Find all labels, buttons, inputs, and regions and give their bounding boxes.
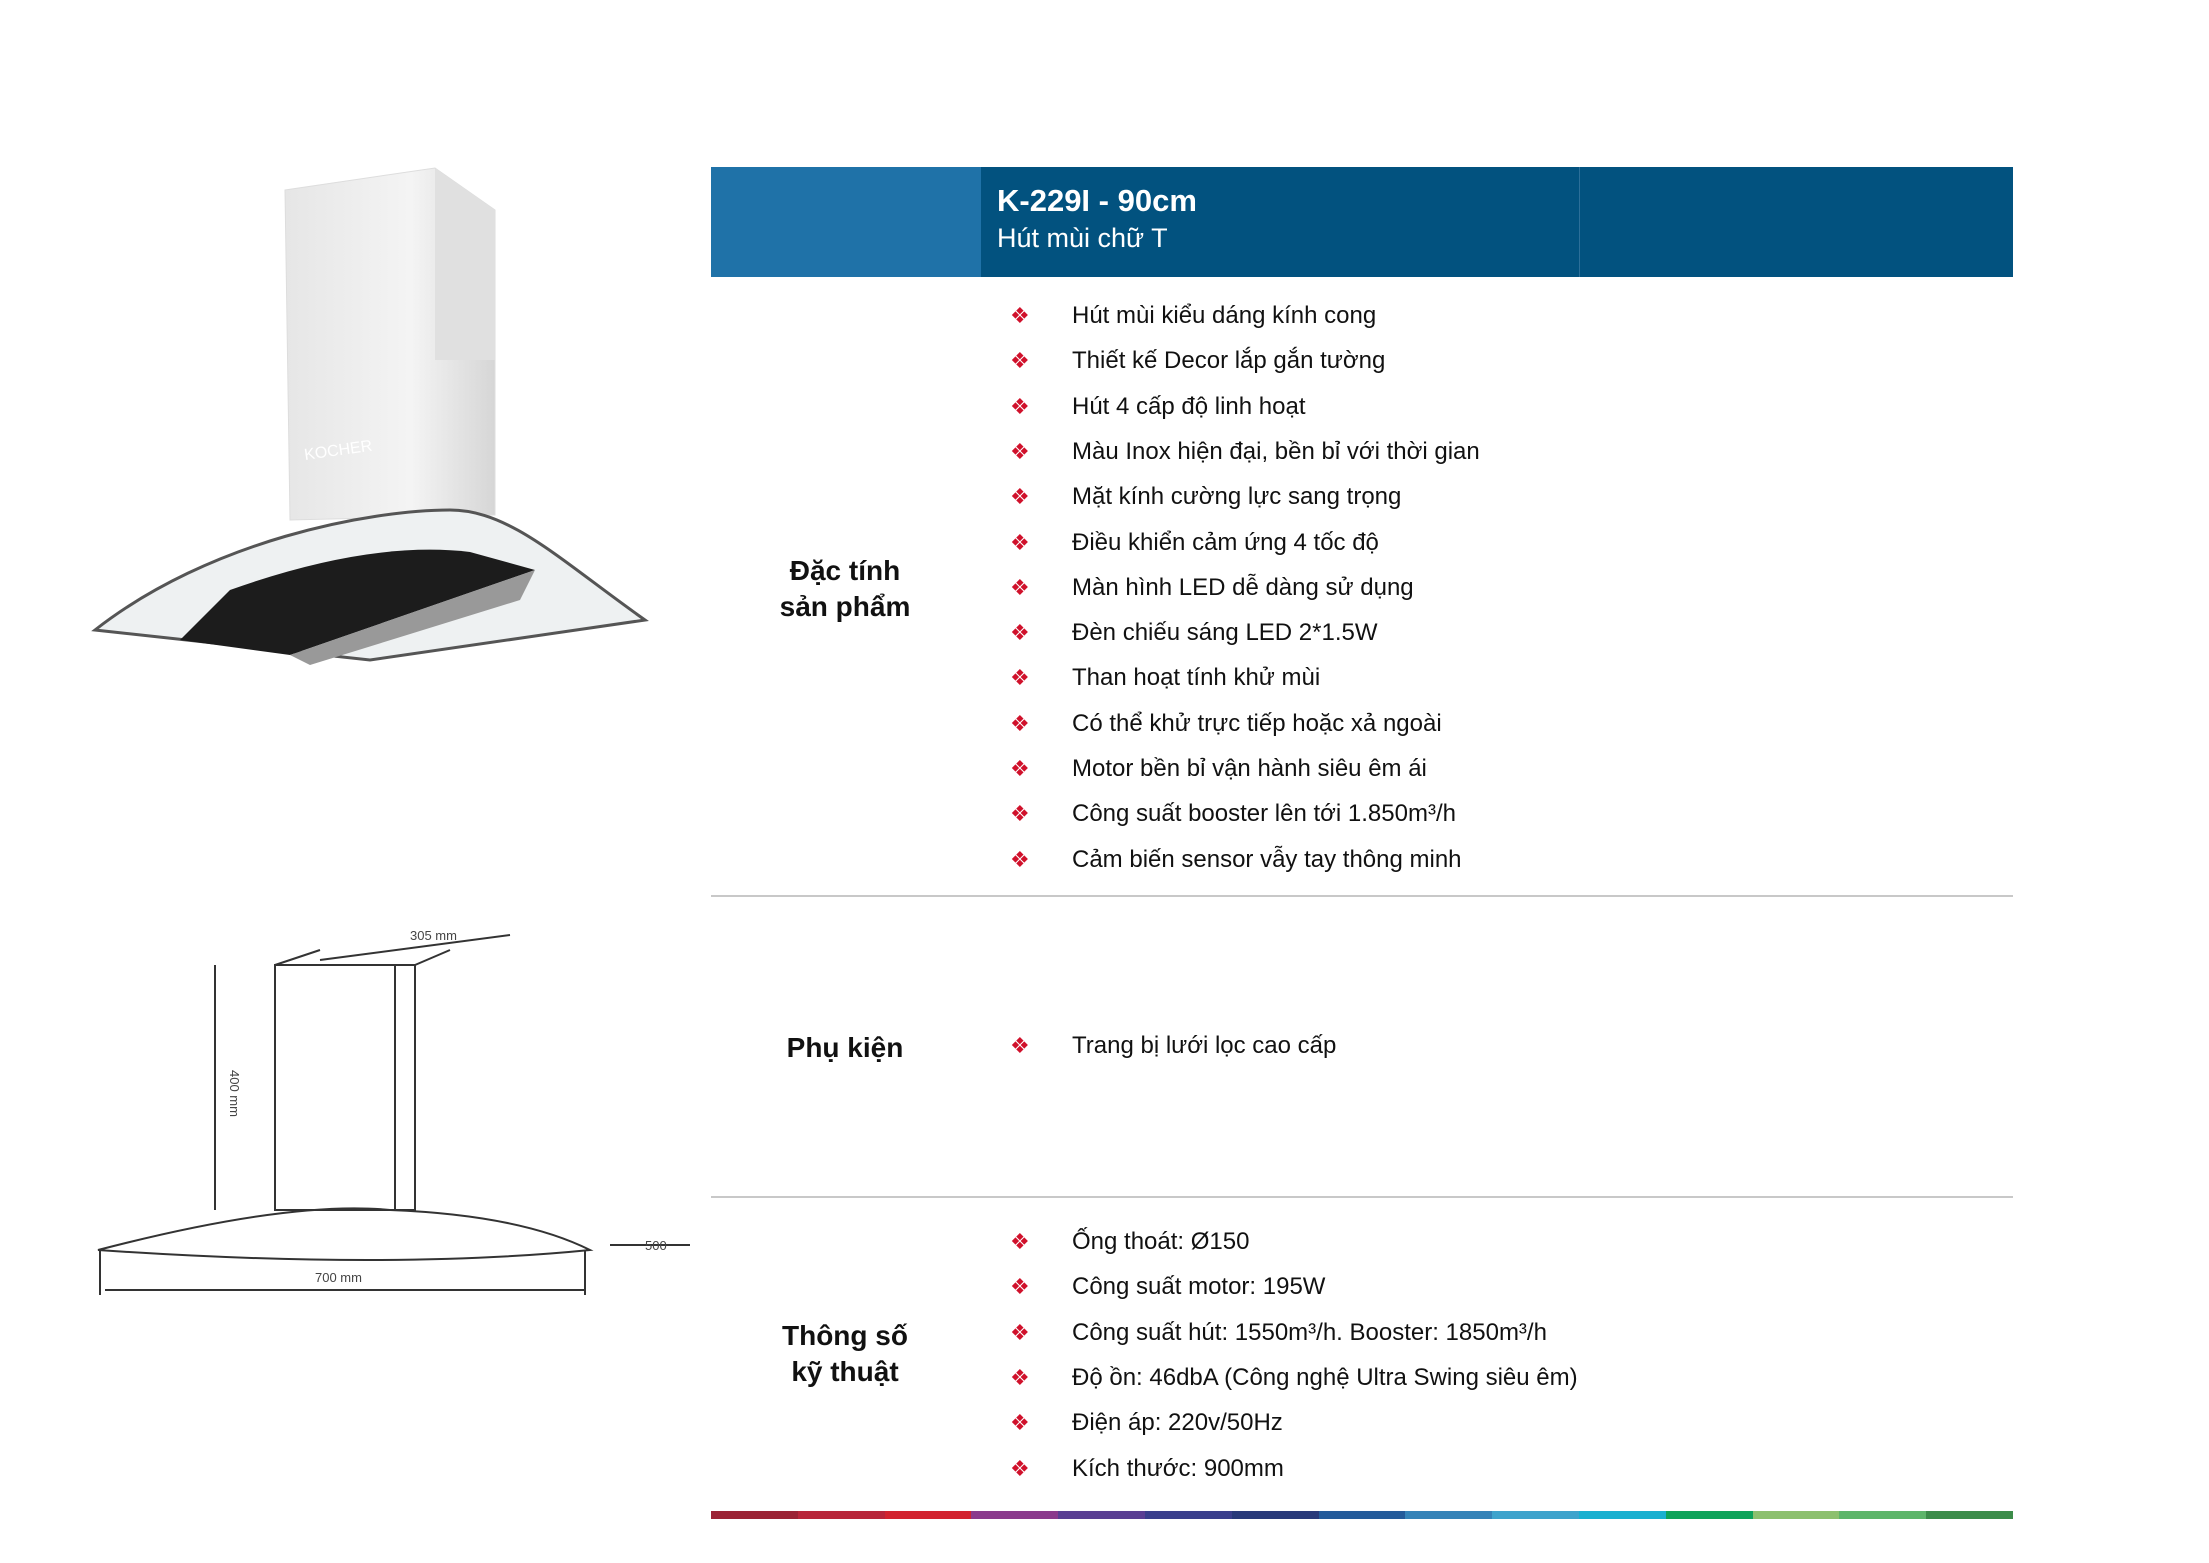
list-item: ❖ Độ ồn: 46dbA (Công nghệ Ultra Swing siê…: [1010, 1362, 1578, 1394]
item-text: Màn hình LED dễ dàng sử dụng: [1072, 573, 1414, 601]
list-item: ❖ Điện áp: 220v/50Hz: [1010, 1407, 1283, 1439]
color-bar-segment: [884, 1511, 972, 1519]
bullet-icon: ❖: [1010, 756, 1030, 781]
color-bar-segment: [971, 1511, 1059, 1519]
section-label-specs: Thông số kỹ thuật: [745, 1318, 945, 1390]
dim-400: 400 mm: [227, 1070, 242, 1117]
color-bar-segment: [1926, 1511, 2013, 1519]
color-bar-segment: [1405, 1511, 1493, 1519]
product-header: K-229I - 90cm Hút mùi chữ T: [711, 167, 2013, 277]
label-line: sản phẩm: [779, 591, 911, 622]
list-item: ❖ Màu Inox hiện đại, bền bỉ với thời gian: [1010, 436, 1480, 468]
list-item: ❖ Motor bền bỉ vận hành siêu êm ái: [1010, 753, 1427, 785]
bullet-icon: ❖: [1010, 303, 1030, 328]
list-item: ❖ Cảm biến sensor vẫy tay thông minh: [1010, 844, 1462, 876]
list-item: ❖ Có thể khử trực tiếp hoặc xả ngoài: [1010, 708, 1442, 740]
product-image: KOCHER: [91, 167, 649, 665]
item-text: Công suất hút: 1550m³/h. Booster: 1850m³…: [1072, 1318, 1547, 1346]
item-text: Có thể khử trực tiếp hoặc xả ngoài: [1072, 709, 1442, 737]
section-label-accessories: Phụ kiện: [745, 1030, 945, 1066]
list-item: ❖ Thiết kế Decor lắp gắn tường: [1010, 345, 1385, 377]
divider: [711, 1196, 2013, 1198]
item-text: Kích thước: 900mm: [1072, 1454, 1284, 1482]
bullet-icon: ❖: [1010, 1410, 1030, 1436]
bullet-icon: ❖: [1010, 529, 1030, 555]
dim-305: 305 mm: [410, 928, 457, 943]
color-bar-segment: [1058, 1511, 1145, 1519]
label-line: Đặc tính: [789, 555, 901, 586]
item-text: Công suất motor: 195W: [1072, 1273, 1326, 1301]
bullet-icon: ❖: [1010, 846, 1030, 872]
color-bar: [711, 1511, 2013, 1519]
bullet-icon: ❖: [1010, 393, 1030, 419]
bullet-icon: ❖: [1010, 1364, 1030, 1390]
item-text: Trang bị lưới lọc cao cấp: [1072, 1032, 1337, 1059]
item-text: Mặt kính cường lực sang trọng: [1072, 483, 1402, 511]
list-item: ❖ Ống thoát: Ø150: [1010, 1226, 1249, 1258]
bullet-icon: ❖: [1010, 1455, 1030, 1481]
list-item: ❖ Hút 4 cấp độ linh hoạt: [1010, 391, 1306, 423]
color-bar-segment: [1839, 1511, 1927, 1519]
bullet-icon: ❖: [1010, 348, 1030, 374]
bullet-icon: ❖: [1010, 1229, 1030, 1254]
item-text: Than hoạt tính khử mùi: [1072, 664, 1321, 692]
color-bar-segment: [1752, 1511, 1840, 1519]
label-line: Thông số: [782, 1320, 908, 1351]
item-text: Đèn chiếu sáng LED 2*1.5W: [1072, 619, 1378, 647]
item-text: Độ ồn: 46dbA (Công nghệ Ultra Swing siêu…: [1072, 1363, 1578, 1391]
bullet-icon: ❖: [1010, 620, 1030, 646]
dim-500: 500: [645, 1238, 667, 1253]
header-divider: [1579, 167, 1580, 277]
bullet-icon: ❖: [1010, 1319, 1030, 1345]
item-text: Màu Inox hiện đại, bền bỉ với thời gian: [1072, 437, 1480, 465]
divider: [711, 895, 2013, 897]
list-item: ❖ Công suất hút: 1550m³/h. Booster: 1850m…: [1010, 1317, 1547, 1349]
color-bar-segment: [1492, 1511, 1579, 1519]
product-title: K-229I - 90cm: [997, 183, 1197, 218]
color-bar-segment: [1578, 1511, 1666, 1519]
section-label-features: Đặc tính sản phẩm: [745, 553, 945, 625]
list-item: ❖ Công suất motor: 195W: [1010, 1271, 1325, 1303]
bullet-icon: ❖: [1010, 574, 1030, 600]
color-bar-segment: [1318, 1511, 1406, 1519]
list-item: ❖ Điều khiển cảm ứng 4 tốc độ: [1010, 527, 1379, 559]
dim-700: 700 mm: [315, 1270, 362, 1285]
list-item: ❖ Trang bị lưới lọc cao cấp: [1010, 1030, 1336, 1062]
color-bar-segment: [711, 1511, 798, 1519]
list-item: ❖ Than hoạt tính khử mùi: [1010, 662, 1320, 694]
list-item: ❖ Màn hình LED dễ dàng sử dụng: [1010, 572, 1414, 604]
item-text: Ống thoát: Ø150: [1072, 1228, 1250, 1255]
item-text: Hút 4 cấp độ linh hoạt: [1072, 392, 1306, 420]
list-item: ❖ Hút mùi kiểu dáng kính cong: [1010, 300, 1376, 332]
bullet-icon: ❖: [1010, 484, 1030, 510]
item-text: Hút mùi kiểu dáng kính cong: [1072, 302, 1377, 329]
item-text: Điều khiển cảm ứng 4 tốc độ: [1072, 528, 1379, 556]
bullet-icon: ❖: [1010, 438, 1030, 464]
item-text: Thiết kế Decor lắp gắn tường: [1072, 347, 1386, 375]
list-item: ❖ Đèn chiếu sáng LED 2*1.5W: [1010, 617, 1378, 649]
bullet-icon: ❖: [1010, 710, 1030, 736]
item-text: Công suất booster lên tới 1.850m³/h: [1072, 800, 1456, 828]
color-bar-segment: [797, 1511, 885, 1519]
bullet-icon: ❖: [1010, 1274, 1030, 1300]
header-left-block: [711, 167, 981, 277]
product-subtitle: Hút mùi chữ T: [997, 223, 1168, 253]
list-item: ❖ Công suất booster lên tới 1.850m³/h: [1010, 798, 1456, 830]
label-line: Phụ kiện: [786, 1032, 904, 1063]
color-bar-segment: [1665, 1511, 1753, 1519]
color-bar-segment: [1231, 1511, 1319, 1519]
item-text: Điện áp: 220v/50Hz: [1072, 1409, 1283, 1437]
dimension-drawing: 305 mm 400 mm 700 mm 500: [97, 928, 690, 1295]
label-line: kỹ thuật: [791, 1356, 899, 1387]
bullet-icon: ❖: [1010, 801, 1030, 827]
list-item: ❖ Mặt kính cường lực sang trọng: [1010, 481, 1401, 513]
item-text: Cảm biến sensor vẫy tay thông minh: [1072, 845, 1462, 873]
list-item: ❖ Kích thước: 900mm: [1010, 1453, 1284, 1485]
bullet-icon: ❖: [1010, 1033, 1030, 1058]
item-text: Motor bền bỉ vận hành siêu êm ái: [1072, 755, 1427, 782]
color-bar-segment: [1144, 1511, 1232, 1519]
bullet-icon: ❖: [1010, 665, 1030, 691]
